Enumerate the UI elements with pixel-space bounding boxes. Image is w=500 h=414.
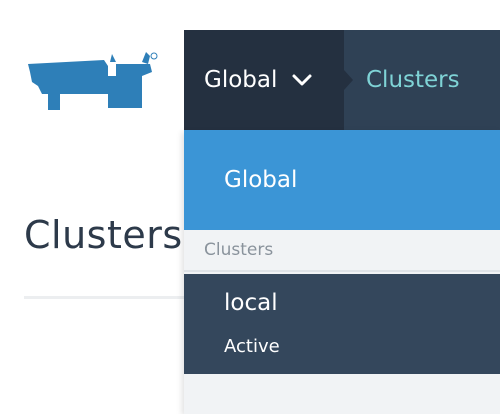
breadcrumb-separator: [344, 70, 353, 90]
cluster-status: Active: [224, 336, 280, 357]
dropdown-item-global-label: Global: [224, 167, 298, 193]
scope-selector-label: Global: [204, 67, 278, 93]
rancher-bull-icon: [28, 52, 158, 110]
breadcrumb-clusters[interactable]: Clusters: [344, 30, 500, 130]
chevron-down-icon: [292, 74, 312, 86]
dropdown-section-header: Clusters: [184, 230, 500, 272]
title-divider: [24, 296, 194, 299]
dropdown-item-global[interactable]: Global: [184, 130, 500, 230]
dropdown-item-cluster[interactable]: local Active: [184, 274, 500, 374]
page-title: Clusters: [24, 213, 183, 257]
cluster-name: local: [224, 290, 278, 316]
rancher-logo[interactable]: [24, 46, 164, 116]
breadcrumb-clusters-label: Clusters: [366, 67, 460, 93]
scope-dropdown-menu: Global Clusters local Active: [184, 130, 500, 414]
dropdown-section-label: Clusters: [204, 240, 274, 260]
scope-selector-button[interactable]: Global: [184, 30, 344, 130]
